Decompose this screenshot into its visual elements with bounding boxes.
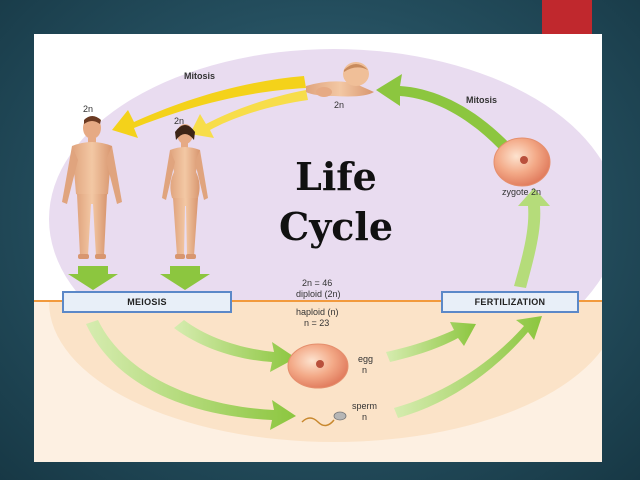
title-line-1: Life [295, 154, 377, 199]
arrow-egg-to-fertilization [386, 322, 476, 362]
baby-figure [306, 62, 374, 97]
diploid-label: diploid (2n) [296, 289, 341, 299]
arrow-to-zygote [514, 188, 550, 288]
female-figure [162, 124, 208, 259]
male-ploidy-label: 2n [83, 104, 94, 114]
egg-ploidy-label: n [362, 365, 368, 375]
fertilization-box: FERTILIZATION [441, 291, 579, 313]
sperm-cell [301, 411, 347, 427]
sperm-label: sperm [352, 401, 378, 411]
title-line-2: Cycle [278, 204, 394, 249]
zygote-label: zygote 2n [502, 187, 542, 197]
arrow-to-sperm [86, 320, 296, 430]
slide: Mitosis Mitosis 2n 2n 2n zygote 2n Life … [34, 34, 602, 462]
meiosis-arrow-female [160, 266, 210, 290]
meiosis-box: MEIOSIS [62, 291, 232, 313]
mitosis-arrow-to-baby [376, 74, 512, 152]
baby-ploidy-label: 2n [334, 100, 345, 110]
sperm-ploidy-label: n [362, 412, 368, 422]
egg-label: egg [358, 354, 374, 364]
diploid-count-label: 2n = 46 [302, 278, 333, 288]
mitosis-arrow-to-female [190, 90, 308, 138]
zygote-cell [493, 137, 551, 187]
meiosis-arrow-male [68, 266, 118, 290]
female-ploidy-label: 2n [174, 116, 185, 126]
page-title: Life Cycle [266, 152, 406, 252]
haploid-count-label: n = 23 [304, 318, 330, 328]
egg-cell [287, 343, 349, 389]
accent-tab [542, 0, 592, 34]
mitosis-arrow-to-male [112, 76, 306, 138]
male-figure [62, 116, 122, 259]
mitosis-label-top: Mitosis [184, 71, 216, 81]
arrow-to-egg [174, 320, 296, 372]
arrow-sperm-to-fertilization [394, 316, 542, 418]
haploid-label: haploid (n) [296, 307, 339, 317]
mitosis-label-right: Mitosis [466, 95, 498, 105]
